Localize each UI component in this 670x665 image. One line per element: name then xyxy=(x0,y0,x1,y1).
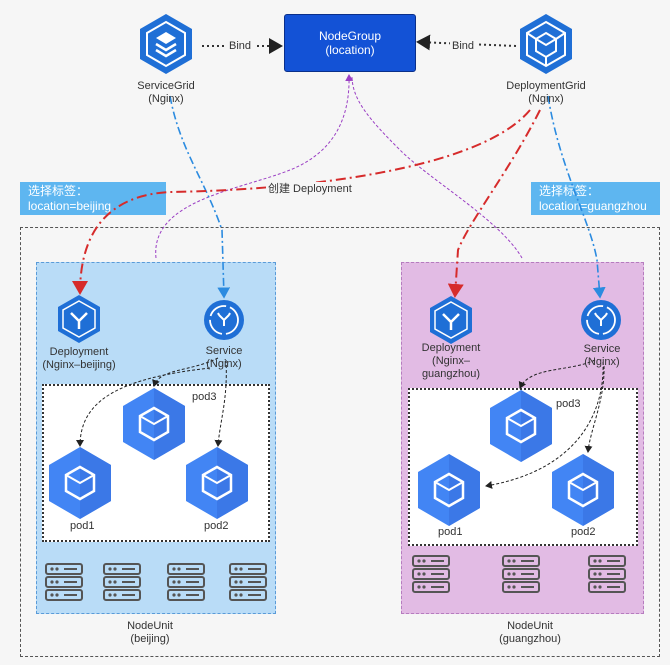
svc-pod1-arrow-beijing xyxy=(76,367,211,447)
tag-guangzhou-value: location=guangzhou xyxy=(539,199,647,213)
svc-pod2-arrow-beijing xyxy=(214,359,227,447)
server-icon xyxy=(167,563,205,601)
select-arrow-guangzhou xyxy=(351,75,523,259)
cluster-boundary xyxy=(20,227,660,657)
pod1-label-guangzhou: pod1 xyxy=(438,526,463,538)
pod3-label-beijing: pod3 xyxy=(192,391,217,403)
service-title-guangzhou: Service xyxy=(583,343,621,355)
server-icon xyxy=(103,563,141,601)
label-selector-guangzhou: 选择标签： location=guangzhou xyxy=(531,182,660,215)
service-label-guangzhou: Service (Nginx) xyxy=(572,343,632,369)
servicegrid-icon[interactable] xyxy=(140,14,192,74)
pod3-label-guangzhou: pod3 xyxy=(556,398,581,410)
deployment-subtitle-guangzhou: (Nginx– xyxy=(432,355,470,367)
deployment-label-guangzhou: Deployment (Nginx– guangzhou) xyxy=(406,342,496,381)
label-selector-beijing: 选择标签： location=beijing xyxy=(20,182,166,215)
svc-pod3-arrow-guangzhou xyxy=(518,359,596,389)
servicegrid-title: ServiceGrid xyxy=(137,80,195,92)
nodeunit-subtitle-guangzhou: (guangzhou) xyxy=(499,633,561,645)
pod3-guangzhou-icon[interactable] xyxy=(488,388,554,464)
pod1-beijing-icon[interactable] xyxy=(47,445,113,521)
nodegroup-subtitle: (location) xyxy=(325,43,375,57)
select-arrow-beijing xyxy=(155,74,354,259)
tag-guangzhou-title: 选择标签： xyxy=(539,184,600,198)
deployment-title-guangzhou: Deployment xyxy=(421,342,481,354)
servicegrid-subtitle: (Nginx) xyxy=(148,93,184,105)
service-label-beijing: Service (Nginx) xyxy=(194,345,254,371)
server-icon xyxy=(502,555,540,593)
nodeunit-title-beijing: NodeUnit xyxy=(127,620,173,632)
pod1-guangzhou-icon[interactable] xyxy=(416,452,482,528)
service-arrow-guangzhou xyxy=(547,95,606,299)
svc-pod3-arrow-beijing xyxy=(152,357,219,387)
nodeunit-title-guangzhou: NodeUnit xyxy=(507,620,553,632)
deploymentgrid-title: DeploymentGrid xyxy=(506,80,586,92)
deploymentgrid-subtitle: (Nginx) xyxy=(528,93,564,105)
deployment-label-beijing: Deployment (Nginx–beijing) xyxy=(34,346,124,372)
nodegroup-title: NodeGroup xyxy=(318,29,382,43)
deploymentgrid-icon[interactable] xyxy=(520,14,572,74)
server-icon xyxy=(412,555,450,593)
tag-beijing-title: 选择标签： xyxy=(28,184,89,198)
pod1-label-beijing: pod1 xyxy=(70,520,95,532)
svc-pod1-arrow-guangzhou xyxy=(485,361,604,489)
deploymentgrid-label: DeploymentGrid (Nginx) xyxy=(496,80,596,106)
pod2-label-beijing: pod2 xyxy=(204,520,229,532)
bind-label-right: Bind xyxy=(452,40,475,52)
server-icon xyxy=(588,555,626,593)
create-arrow-guangzhou xyxy=(447,109,541,298)
servicegrid-label: ServiceGrid (Nginx) xyxy=(126,80,206,106)
svc-pod2-arrow-guangzhou xyxy=(584,365,605,453)
service-subtitle-guangzhou: (Nginx) xyxy=(584,356,620,368)
service-icon-guangzhou[interactable] xyxy=(581,300,621,340)
bind-label-left: Bind xyxy=(229,40,252,52)
service-title-beijing: Service xyxy=(205,345,243,357)
pod2-label-guangzhou: pod2 xyxy=(571,526,596,538)
deployment-title-beijing: Deployment xyxy=(49,346,109,358)
server-icon xyxy=(229,563,267,601)
pod3-beijing-icon[interactable] xyxy=(121,386,187,462)
deployment-subtitle-beijing: (Nginx–beijing) xyxy=(42,359,116,371)
nodeunit-label-beijing: NodeUnit (beijing) xyxy=(110,620,190,646)
deployment-icon-beijing[interactable] xyxy=(58,295,100,343)
bind-arrow-right xyxy=(416,34,517,51)
service-subtitle-beijing: (Nginx) xyxy=(206,358,242,370)
nodeunit-label-guangzhou: NodeUnit (guangzhou) xyxy=(485,620,575,646)
service-icon-beijing[interactable] xyxy=(204,300,244,340)
nodegroup-box[interactable]: NodeGroup (location) xyxy=(284,14,416,72)
server-icon xyxy=(45,563,83,601)
pod2-guangzhou-icon[interactable] xyxy=(550,452,616,528)
create-deployment-label: 创建 Deployment xyxy=(268,183,352,195)
service-arrow-beijing xyxy=(169,95,231,299)
pod2-beijing-icon[interactable] xyxy=(184,445,250,521)
create-arrow-beijing xyxy=(72,109,531,295)
tag-beijing-value: location=beijing xyxy=(28,199,112,213)
deployment-subtitle2-guangzhou: guangzhou) xyxy=(421,368,481,380)
nodeunit-subtitle-beijing: (beijing) xyxy=(130,633,170,645)
deployment-icon-guangzhou[interactable] xyxy=(430,296,472,344)
